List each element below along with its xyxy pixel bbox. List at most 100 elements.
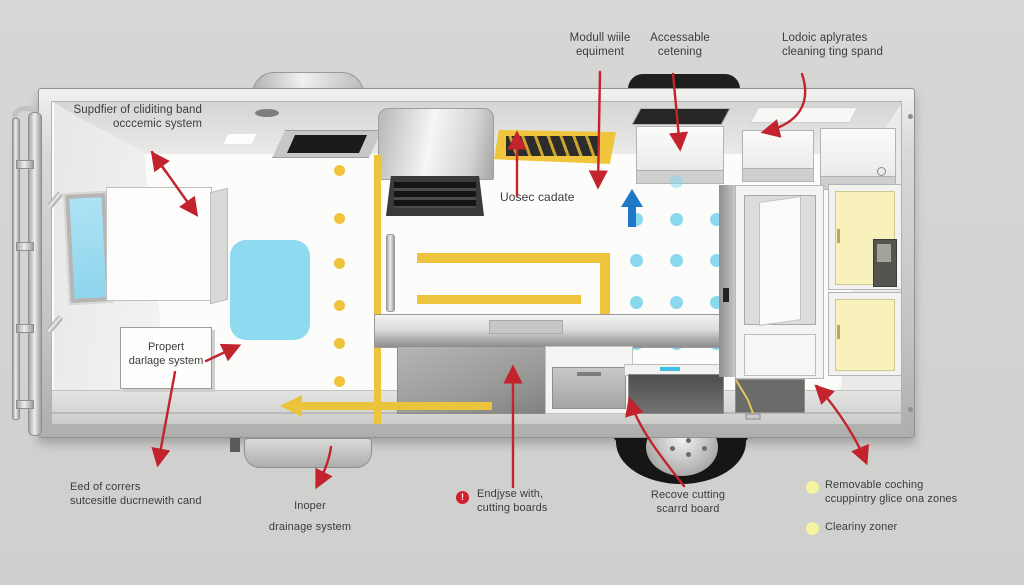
legend-dot-icon [806,522,819,535]
label-recove: Recove cutting scarrd board [638,489,738,517]
yellow-panel [835,299,895,371]
device-screen [877,244,891,262]
blue-dot [630,213,643,226]
under-fridge-compartment [735,379,805,413]
overhead-cabinet-2 [742,130,814,182]
roof-dome-vent-icon [628,74,740,89]
label-endjyse-line2: cutting boards [477,501,548,514]
cabinet-knob-icon [877,167,886,176]
alert-icon: ! [456,491,469,504]
label-eed-line2: sutcesitle ducrnewith cand [70,494,202,507]
legend-removable-line1: Removable coching [825,479,924,491]
panel-handle-icon [837,229,840,243]
counter-sink-inset [489,320,563,334]
label-recove-line2: scarrd board [656,502,720,515]
label-inoper-line1: Inoper [294,500,326,512]
label-lodoic-line2: cleaning ting spand [782,46,884,59]
ladder-rung [16,242,34,251]
exhaust-hood [378,108,494,180]
yellow-dot [334,213,345,224]
propert-label-line1: Propert [147,341,185,353]
yellow-panel [835,191,895,285]
fridge-unit-side [719,185,735,377]
zone-line-bottom [417,295,581,304]
label-eed: Eed of corrers sutcesitle ducrnewith can… [70,481,202,509]
ladder-rung [16,324,34,333]
vent-opening [287,135,367,153]
yellow-cabinet-upper [828,184,901,290]
ladder-rung [16,160,34,169]
control-device [873,239,897,287]
window-glass [69,197,107,299]
legend-cleaning-line1: Cleariny zoner [825,521,898,533]
label-recove-line1: Recove cutting [650,489,726,501]
label-eed-line1: Eed of corrers [70,481,141,493]
ceiling-vent-left-icon [272,130,382,158]
ladder-outer-rail [12,118,20,420]
lug-nut-icon [686,438,691,443]
drawer-handle-icon [577,372,601,376]
ladder-rail [28,112,42,436]
label-inoper: Inoper drainage system [258,500,362,535]
label-modull-line2: equiment [575,46,625,59]
truck-body: Propert darlage system [38,88,915,438]
blue-dot [670,175,683,188]
fridge-door [759,196,801,326]
label-uosec-text: Uosec cadate [500,190,575,204]
blue-dot [670,213,683,226]
label-supplier-line1: Supdfier of cliditing band [73,104,202,116]
yellow-cabinet-lower [828,292,901,376]
label-accessable-line1: Accessable [650,32,710,44]
wall-storage-cabinet-side [210,187,228,305]
waste-tank-bracket [230,438,240,452]
truck-interior: Propert darlage system [51,101,902,425]
label-lodoic-line1: Lodoic aplyrates [782,32,868,44]
hood-grille-icon [386,176,484,216]
label-modull: Modull wiile equiment [552,31,648,60]
drawer-unit [545,346,633,414]
overhead-cabinet-3 [820,128,896,190]
ceiling-spot-icon [255,109,279,117]
wall-pipe [386,234,395,312]
open-compartment [628,374,724,414]
rear-ladder [6,104,56,438]
yellow-dot [334,376,345,387]
legend-removable-line2: ccuppintry glice ona zones [825,492,958,505]
label-accessable-line2: cetening [657,46,703,59]
label-supplier: Supdfier of cliditing band occcemic syst… [54,103,202,132]
ladder-rung [16,400,34,409]
blue-dot [670,254,683,267]
label-endjyse-line1: Endjyse with, [477,488,544,500]
label-lodoic: Lodoic aplyrates cleaning ting spand [782,31,883,60]
label-accessable: Accessable cetening [638,31,722,60]
ceiling-light-fixture [749,107,859,123]
waste-tank [244,438,372,468]
label-supplier-line2: occcemic system [112,118,202,131]
blue-dot [630,254,643,267]
blue-dot [670,296,683,309]
fridge-handle-icon [723,288,729,302]
fridge-lower-panel [744,334,816,376]
fridge-unit [735,185,824,379]
frame-screw-icon [908,407,913,412]
ceiling-vent-right-icon [631,108,731,125]
drainage-label-box: Propert darlage system [120,327,212,389]
ceiling-light-patch [223,134,257,144]
prep-mat [230,240,310,340]
lug-nut-icon [686,452,691,457]
base-cabinet [397,346,547,414]
yellow-dot [334,165,345,176]
legend-item-removable: Removable coching ccuppintry glice ona z… [806,479,957,507]
legend-item-cleaning: Cleariny zoner [806,521,897,535]
panel-handle-icon [837,325,840,339]
drawer-front [552,367,626,409]
zone-line-top [417,253,610,263]
lug-nut-icon [702,446,707,451]
frame-screw-icon [908,114,913,119]
label-endjyse: ! Endjyse with, cutting boards [456,488,548,516]
propert-label-line2: darlage system [128,355,204,368]
yellow-air-vent [494,130,616,164]
legend-dot-icon [806,481,819,494]
yellow-dot [334,338,345,349]
